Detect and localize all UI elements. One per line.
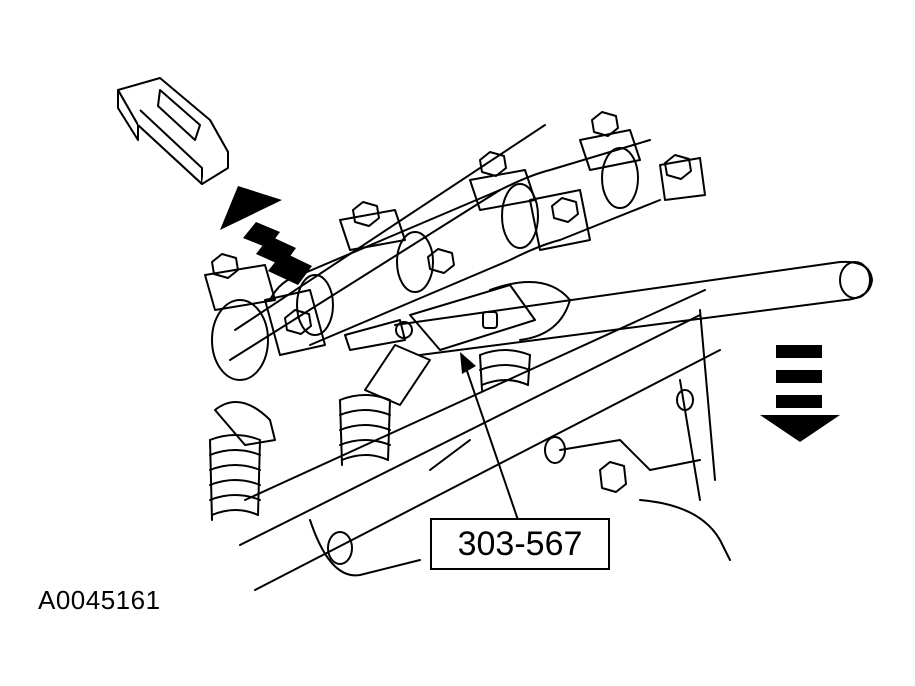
- valve-spring-compressor-tool: [344, 260, 873, 406]
- push-direction-arrow-icon: [760, 345, 840, 442]
- bolts: [211, 111, 692, 493]
- cylinder-head: [229, 124, 731, 591]
- valve-springs: [209, 349, 531, 521]
- leader-arrow-icon: [460, 352, 476, 374]
- removal-direction-arrow-icon: [220, 186, 312, 285]
- leader-line: [465, 367, 519, 521]
- bearing-caps: [204, 129, 706, 356]
- tool-number-callout: 303-567: [430, 518, 610, 570]
- figure-id-label: A0045161: [38, 585, 161, 615]
- rocker-arm-icon: [117, 77, 229, 185]
- camshaft: [211, 139, 661, 381]
